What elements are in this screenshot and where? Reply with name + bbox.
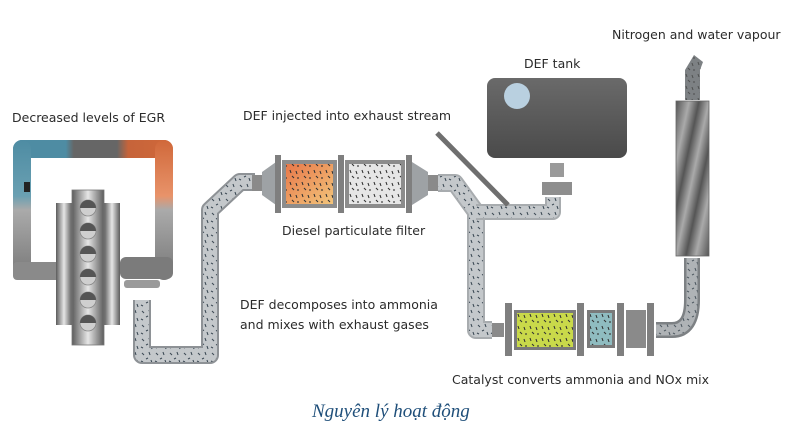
cylinder-piston-icon [80,223,96,231]
cylinder-piston-icon [80,315,96,323]
label-dpf: Diesel particulate filter [282,223,426,238]
cylinder-piston-icon [80,292,96,300]
label-nitrogen-water: Nitrogen and water vapour [612,27,781,42]
def-tank [487,78,627,195]
engine [56,189,120,346]
cylinder-piston-icon [80,200,96,208]
exhaust-pipe-dpf-to-catalyst [438,174,561,339]
label-def-injected: DEF injected into exhaust stream [243,108,452,123]
label-def-tank: DEF tank [524,56,581,71]
cylinder-piston-icon [80,246,96,254]
egr-loop [13,140,173,288]
exhaust-pipe-catalyst-to-muffler [656,258,700,338]
cylinder-piston-icon [80,269,96,277]
def-doser [542,182,572,195]
egr-valve-icon [24,182,30,192]
label-def-decomposes-2: and mixes with exhaust gases [240,317,429,332]
def-pump [550,163,564,177]
scr-catalyst [492,303,654,356]
label-egr: Decreased levels of EGR [12,110,166,125]
label-def-decomposes-1: DEF decomposes into ammonia [240,297,438,312]
exhaust-pipe-engine-to-dpf [133,173,255,364]
tailpipe [685,55,703,100]
muffler [675,100,710,257]
caption-title: Nguyên lý hoạt động [312,401,470,422]
tank-gauge-icon [504,83,530,109]
label-catalyst: Catalyst converts ammonia and NOx mix [452,372,710,387]
def-injector-pointer [435,131,510,207]
diesel-particulate-filter [252,155,438,213]
